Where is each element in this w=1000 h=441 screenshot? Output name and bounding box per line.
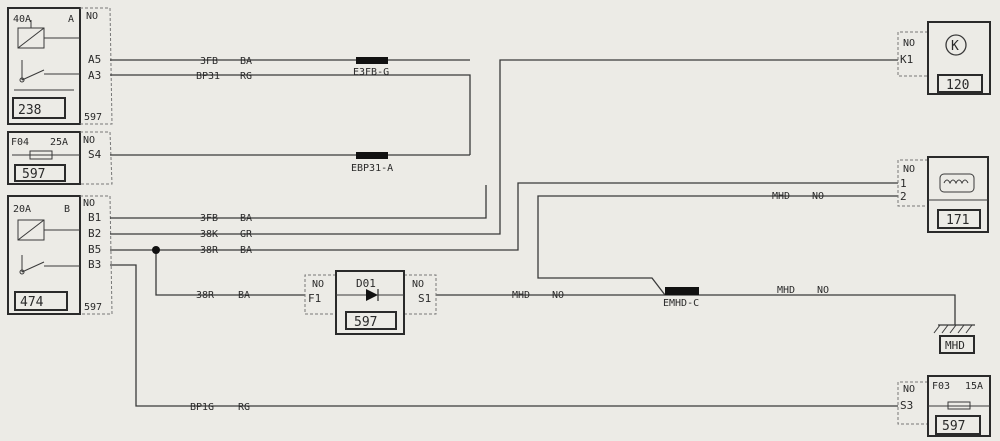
wire-171-color: NO (812, 191, 824, 202)
splice-e3fb-g-label: E3FB-G (353, 67, 389, 78)
pin-a3: A3 (88, 69, 101, 82)
comp-120-id: 120 (946, 78, 969, 93)
pin-b5: B5 (88, 243, 101, 256)
comp-120-symbol: K (951, 39, 959, 54)
fuse-f04: F04 25A 597 NO S4 (7, 131, 113, 185)
diode-in-color: NO (312, 279, 324, 290)
wire-b2-color: GR (240, 229, 253, 240)
connector-597-b: NO B1 B2 B5 B3 597 (80, 195, 113, 315)
comp-171-id: 171 (946, 213, 969, 228)
wire-s1 (436, 294, 956, 325)
wire-s1-code: MHD (512, 290, 530, 301)
pin-s4: S4 (88, 148, 102, 161)
wire-171-code: MHD (772, 191, 790, 202)
wire-b5-branch-color: BA (238, 290, 250, 301)
fuse-f03-rating: 15A (965, 381, 983, 392)
component-171: NO 1 2 171 (897, 156, 989, 233)
wire-s1-color: NO (552, 290, 564, 301)
wire-a5-color: BA (240, 56, 252, 67)
wire-b3-color: RG (238, 402, 250, 413)
wire-171-2 (537, 195, 898, 296)
pin-171-2: 2 (900, 190, 907, 203)
fuse-f03-id: 597 (942, 419, 965, 434)
wire-b2 (110, 59, 898, 235)
wire-b5-branch-code: 38R (196, 290, 215, 301)
wire-b1-color: BA (240, 213, 252, 224)
connector-597-a-color: NO (86, 11, 98, 22)
relay-474-id: 474 (20, 295, 44, 310)
splice-ebp31-a-label: EBP31-A (351, 163, 393, 174)
pin-f1: F1 (308, 292, 321, 305)
splice-emhd-c: EMHD-C (663, 287, 699, 309)
splice-e3fb-g: E3FB-G (353, 57, 389, 78)
pin-171-1: 1 (900, 177, 907, 190)
pin-b2: B2 (88, 227, 101, 240)
comp-171-color: NO (903, 164, 915, 175)
splice-ebp31-a: EBP31-A (351, 152, 393, 174)
wire-b5-branch (155, 250, 305, 296)
comp-120-color: NO (903, 38, 915, 49)
wire-b2-code: 38K (200, 229, 218, 240)
wire-a3-color: RG (240, 71, 252, 82)
fuse-f04-name: F04 (11, 137, 29, 148)
wire-ground-color: NO (817, 285, 829, 296)
fuse-f04-id: 597 (22, 167, 45, 182)
pin-k1: K1 (900, 53, 913, 66)
relay-238: 40A A 238 (7, 7, 81, 125)
fuse-f03: NO S3 F03 15A 597 (897, 375, 991, 437)
connector-597-b-id: 597 (84, 302, 102, 313)
wire-b1 (110, 185, 487, 219)
component-120: NO K1 K 120 (897, 21, 991, 95)
pin-b3: B3 (88, 258, 101, 271)
relay-238-corner: A (68, 14, 74, 25)
ground-mhd: MHD (933, 324, 975, 354)
fuse-f03-name: F03 (932, 381, 950, 392)
relay-238-rating: 40A (13, 14, 31, 25)
fuse-f04-conn-color: NO (83, 135, 95, 146)
relay-474: 20A B 474 (7, 195, 81, 315)
junction-dot (152, 246, 160, 254)
pin-b1: B1 (88, 211, 101, 224)
splice-emhd-c-label: EMHD-C (663, 298, 699, 309)
relay-k-icon (945, 34, 967, 56)
relay-238-id: 238 (18, 103, 41, 118)
wire-ground-code: MHD (777, 285, 795, 296)
wire-b5-code: 38R (200, 245, 219, 256)
relay-474-rating: 20A (13, 204, 31, 215)
diode-out-color: NO (412, 279, 424, 290)
diode-icon (366, 289, 378, 301)
coil-icon (939, 173, 975, 193)
connector-597-a: NO A5 A3 597 (80, 7, 113, 125)
pin-a5: A5 (88, 53, 101, 66)
wire-a3 (110, 74, 471, 155)
connector-597-a-id: 597 (84, 112, 102, 123)
wire-b5-color: BA (240, 245, 252, 256)
relay-474-corner: B (64, 204, 70, 215)
connector-597-b-color: NO (83, 198, 95, 209)
diode-d01-id: 597 (354, 315, 377, 330)
ground-label: MHD (945, 339, 965, 352)
pin-s1: S1 (418, 292, 431, 305)
diode-d01: D01 597 NO F1 NO S1 (304, 270, 437, 335)
pin-s3: S3 (900, 399, 913, 412)
wire-a5-code: 3FB (200, 56, 218, 67)
wire-b1-code: 3FB (200, 213, 218, 224)
fuse-f03-color: NO (903, 384, 915, 395)
wire-b3-code: BP1G (190, 402, 214, 413)
wire-b5 (110, 182, 898, 251)
wire-b3 (110, 264, 898, 407)
diode-d01-name: D01 (356, 277, 376, 290)
wire-a3-code: BP31 (196, 71, 220, 82)
fuse-f04-rating: 25A (50, 137, 68, 148)
